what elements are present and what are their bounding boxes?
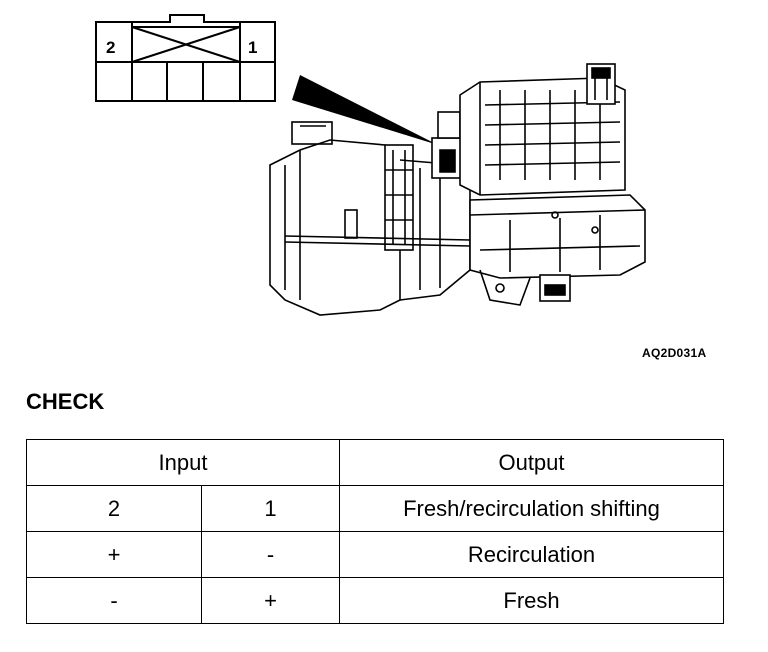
table-row: + - Recirculation [26, 531, 724, 578]
actuator-diagram: 2 1 [95, 14, 646, 316]
header-output: Output [339, 439, 724, 486]
cell-pin1: 1 [201, 485, 340, 532]
connector [95, 14, 276, 102]
cell-output: Fresh/recirculation shifting [339, 485, 724, 532]
pin-label-left: 2 [106, 38, 115, 57]
cell-output: Recirculation [339, 531, 724, 578]
pin-label-right: 1 [248, 38, 257, 57]
cell-pin1: - [201, 531, 340, 578]
heater-unit [269, 63, 646, 316]
check-table: Input Output 2 1 Fresh/recirculation shi… [26, 439, 724, 624]
figure-code: AQ2D031A [642, 346, 707, 360]
table-row: - + Fresh [26, 577, 724, 624]
cell-output: Fresh [339, 577, 724, 624]
cell-pin2: + [26, 531, 202, 578]
cell-pin2: 2 [26, 485, 202, 532]
cell-pin1: + [201, 577, 340, 624]
check-title: CHECK [26, 389, 105, 414]
table-row: 2 1 Fresh/recirculation shifting [26, 485, 724, 532]
table-header-row: Input Output [26, 439, 724, 486]
cell-pin2: - [26, 577, 202, 624]
pointer-wedge [292, 75, 438, 145]
header-input: Input [26, 439, 340, 486]
